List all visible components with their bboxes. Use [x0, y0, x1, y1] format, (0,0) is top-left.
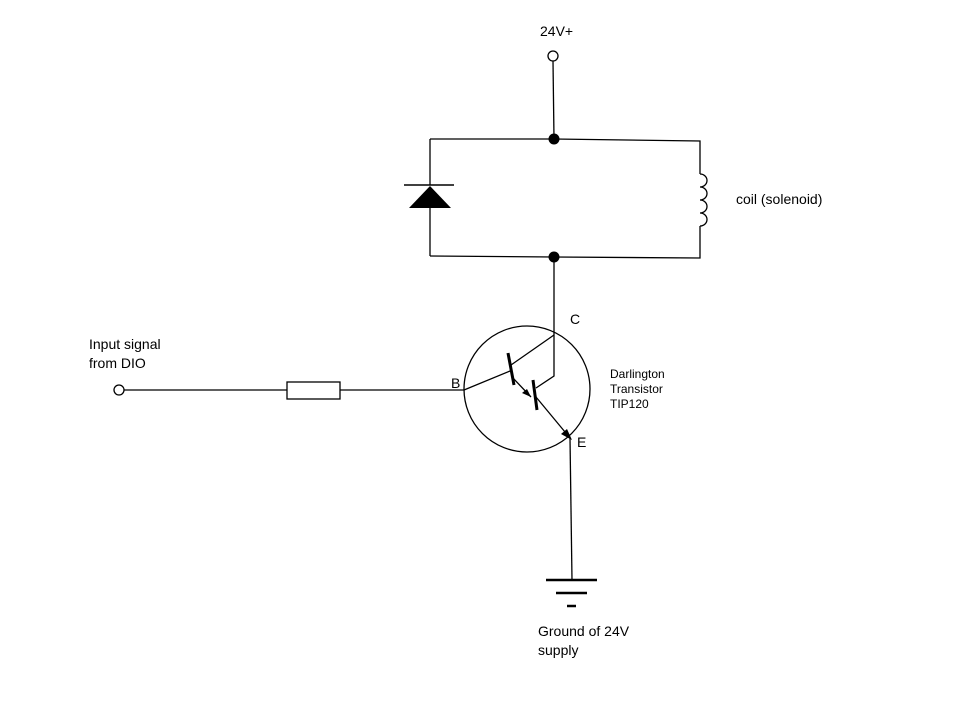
transistor-label-line1: Darlington [610, 367, 665, 381]
first-transistor-base-bar [506, 352, 516, 386]
first-collector-lead [510, 334, 555, 366]
coil-icon [699, 173, 708, 227]
ground-label-line2: supply [538, 642, 578, 658]
transistor-label-line2: Transistor [610, 382, 663, 396]
top-rail-wire [430, 138, 701, 174]
bottom-rail-wire [429, 226, 701, 259]
emitter-arrow-icon [561, 429, 572, 440]
base-label: B [451, 375, 460, 391]
supply-wire [552, 60, 555, 140]
second-transistor-base-bar [531, 379, 539, 411]
supply-label: 24V+ [540, 23, 573, 39]
base-lead [463, 370, 511, 391]
input-label-line1: Input signal [89, 336, 161, 352]
transistor-label-line3: TIP120 [610, 397, 649, 411]
base-resistor [286, 381, 341, 400]
diode-triangle [409, 186, 451, 208]
second-emitter-lead [535, 396, 571, 439]
emitter-label: E [577, 434, 586, 450]
first-emitter-arrow-icon [522, 389, 531, 397]
input-label-line2: from DIO [89, 355, 146, 371]
supply-terminal [547, 50, 559, 62]
ground-label-line1: Ground of 24V [538, 623, 630, 639]
coil-label: coil (solenoid) [736, 191, 822, 207]
emitter-to-ground-wire [569, 437, 573, 581]
input-terminal [113, 384, 125, 396]
second-collector-lead [535, 335, 555, 389]
collector-label: C [570, 311, 580, 327]
transistor-envelope [463, 325, 591, 453]
